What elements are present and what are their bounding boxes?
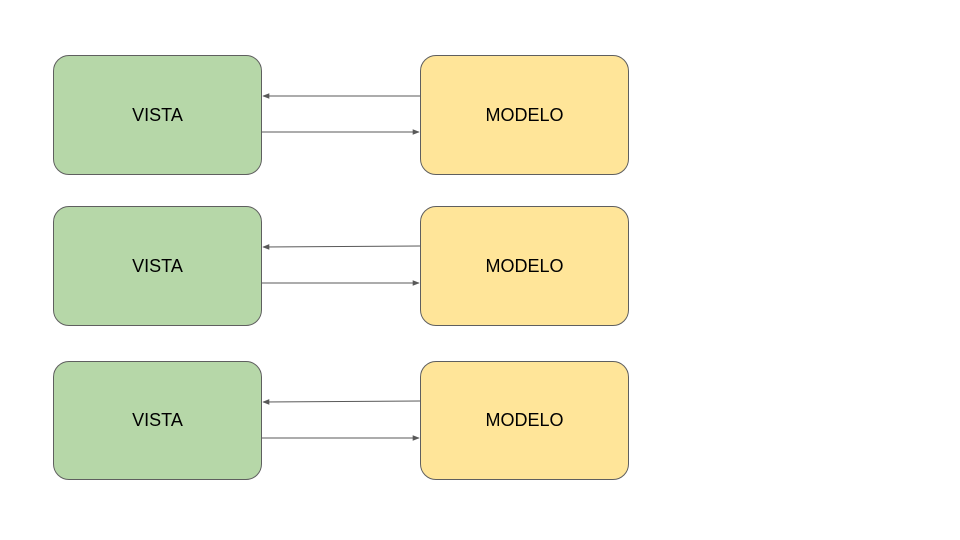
arrow-modelo-to-vista-3 [262, 399, 421, 405]
vista-box[interactable]: VISTA [53, 361, 262, 480]
modelo-box[interactable]: MODELO [420, 206, 629, 326]
vista-label: VISTA [132, 255, 183, 276]
modelo-label: MODELO [485, 410, 564, 430]
vista-box[interactable]: VISTA [53, 206, 262, 326]
modelo-label: MODELO [485, 104, 564, 125]
modelo-box[interactable]: MODELO [420, 361, 629, 480]
vista-label: VISTA [132, 104, 183, 125]
vista-box[interactable]: VISTA [53, 55, 262, 175]
modelo-box[interactable]: MODELO [420, 55, 629, 175]
vista-label: VISTA [132, 410, 183, 430]
modelo-label: MODELO [485, 255, 564, 276]
arrow-modelo-to-vista-2 [262, 244, 421, 250]
